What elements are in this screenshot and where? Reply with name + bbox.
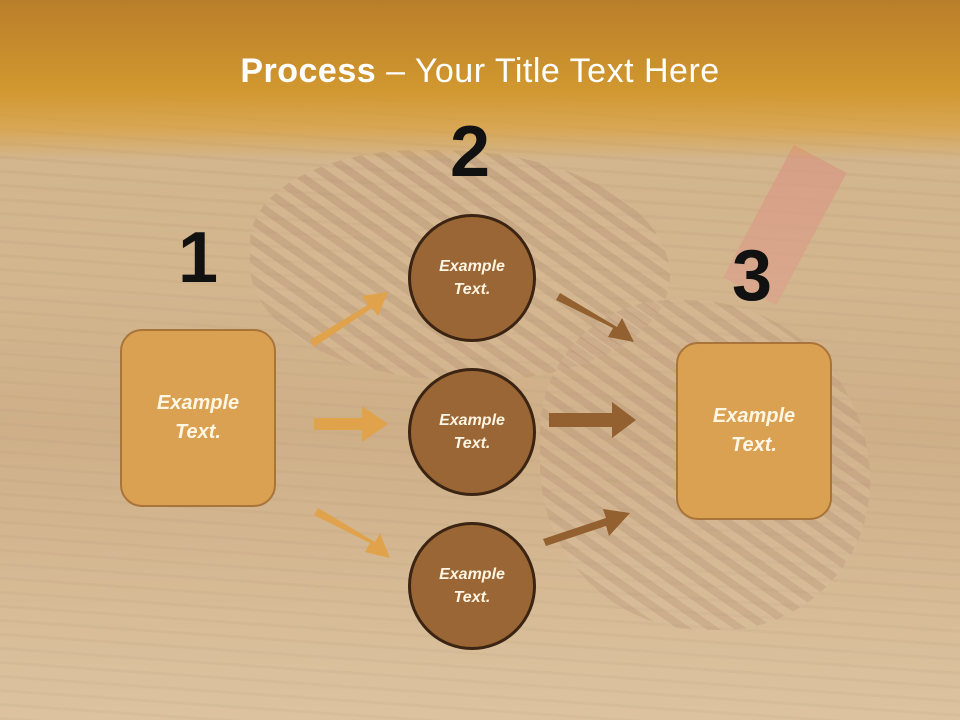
step-number-1: 1 <box>178 218 219 298</box>
title-bar <box>0 0 960 160</box>
arrow-top-to-right <box>556 293 634 342</box>
slide-title[interactable]: Process – Your Title Text Here <box>0 52 960 91</box>
step-1-box[interactable]: Example Text. <box>120 329 276 507</box>
title-rest: – Your Title Text Here <box>376 52 720 90</box>
step-number-2: 2 <box>450 112 491 192</box>
arrow-left-to-middle <box>314 406 388 442</box>
arrow-middle-to-right <box>549 402 636 438</box>
step-2-circle-top[interactable]: Example Text. <box>408 214 536 342</box>
step-2-circle-middle[interactable]: Example Text. <box>408 368 536 496</box>
arrow-bottom-to-right <box>543 509 630 546</box>
circle-bottom-text: Example Text. <box>439 565 505 606</box>
step-1-text: Example Text. <box>156 392 240 443</box>
arrow-left-to-top <box>310 292 388 347</box>
step-number-3: 3 <box>732 236 773 316</box>
step-2-circle-bottom[interactable]: Example Text. <box>408 522 536 650</box>
circle-top-text: Example Text. <box>439 257 505 298</box>
circle-middle-text: Example Text. <box>439 411 505 452</box>
title-bold: Process <box>240 52 377 90</box>
step-3-box[interactable]: Example Text. <box>676 342 832 520</box>
step-3-text: Example Text. <box>712 405 796 456</box>
arrow-left-to-bottom <box>314 508 390 558</box>
